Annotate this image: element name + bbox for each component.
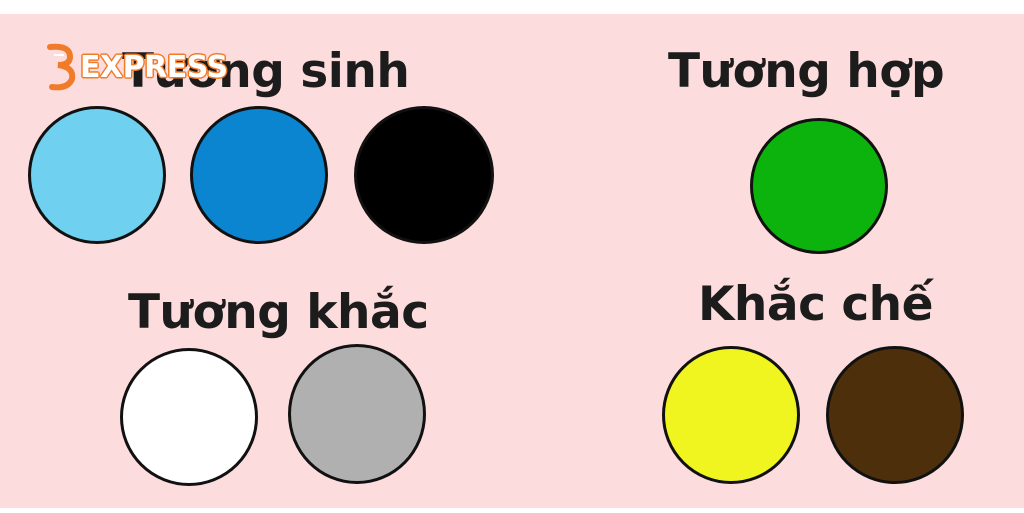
swatch-khac-che-2 xyxy=(826,346,964,484)
express-logo: EXPRESS xyxy=(44,42,228,92)
watermark-text: EXPRESS xyxy=(80,49,228,85)
heading-tuong-sinh: Tương sinh xyxy=(122,44,410,99)
color-chart-panel: Tương sinh Tương hợp Tương khắc Khắc chế xyxy=(0,14,1024,508)
swatch-tuong-sinh-2 xyxy=(190,106,328,244)
swatch-tuong-sinh-1 xyxy=(28,106,166,244)
swatch-khac-che-1 xyxy=(662,346,800,484)
swirl-logo-icon xyxy=(47,43,76,91)
swatch-tuong-hop-1 xyxy=(750,118,888,254)
heading-khac-che: Khắc chế xyxy=(698,277,934,332)
swatch-tuong-sinh-3 xyxy=(354,106,494,244)
heading-tuong-khac: Tương khắc xyxy=(128,285,429,340)
heading-tuong-hop: Tương hợp xyxy=(668,44,945,99)
swatch-tuong-khac-2 xyxy=(288,344,426,484)
swatch-tuong-khac-1 xyxy=(120,348,258,486)
